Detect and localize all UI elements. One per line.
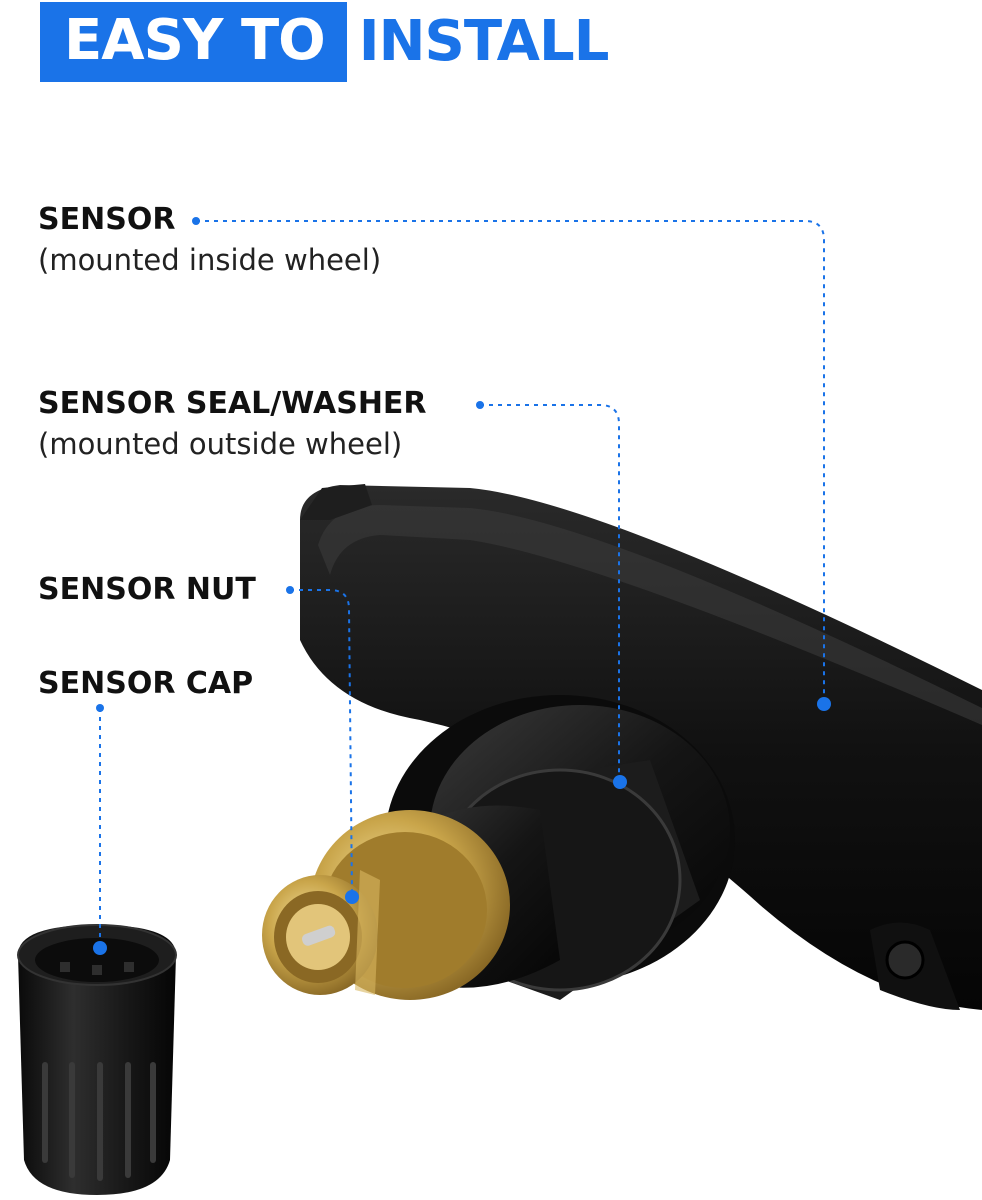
sensor-cap [17, 924, 177, 1195]
nut-leader-line [290, 589, 353, 896]
callout-sensor-cap: SENSOR CAP [38, 664, 253, 704]
sensor-label-dot [192, 217, 200, 225]
callout-sensor-title: SENSOR [38, 202, 176, 237]
sensor-leader-line [196, 220, 825, 700]
callout-seal-subtitle: (mounted outside wheel) [38, 427, 403, 461]
callout-seal-title: SENSOR SEAL/WASHER [38, 386, 427, 421]
nut-target-dot [345, 890, 359, 904]
callout-sensor: SENSOR (mounted inside wheel) [38, 200, 381, 280]
seal-label-dot [476, 401, 484, 409]
header-title: INSTALL [358, 9, 610, 74]
cap-label-dot [96, 704, 104, 712]
cap-target-dot [93, 941, 107, 955]
seal-target-dot [613, 775, 627, 789]
callout-leaders [99, 220, 825, 945]
nut-label-dot [286, 586, 294, 594]
callout-seal-washer: SENSOR SEAL/WASHER (mounted outside whee… [38, 384, 427, 464]
seal-leader-line [480, 404, 620, 780]
header-highlight: EASY TO [40, 2, 347, 82]
sensor-nut [262, 810, 510, 1000]
callout-nut-title: SENSOR NUT [38, 572, 256, 607]
callout-cap-title: SENSOR CAP [38, 666, 254, 701]
sensor-target-dot [817, 697, 831, 711]
callout-sensor-subtitle: (mounted inside wheel) [38, 243, 382, 277]
callout-dots [93, 217, 831, 955]
callout-sensor-nut: SENSOR NUT [38, 570, 256, 610]
header-banner: EASY TO INSTALL [40, 2, 610, 82]
